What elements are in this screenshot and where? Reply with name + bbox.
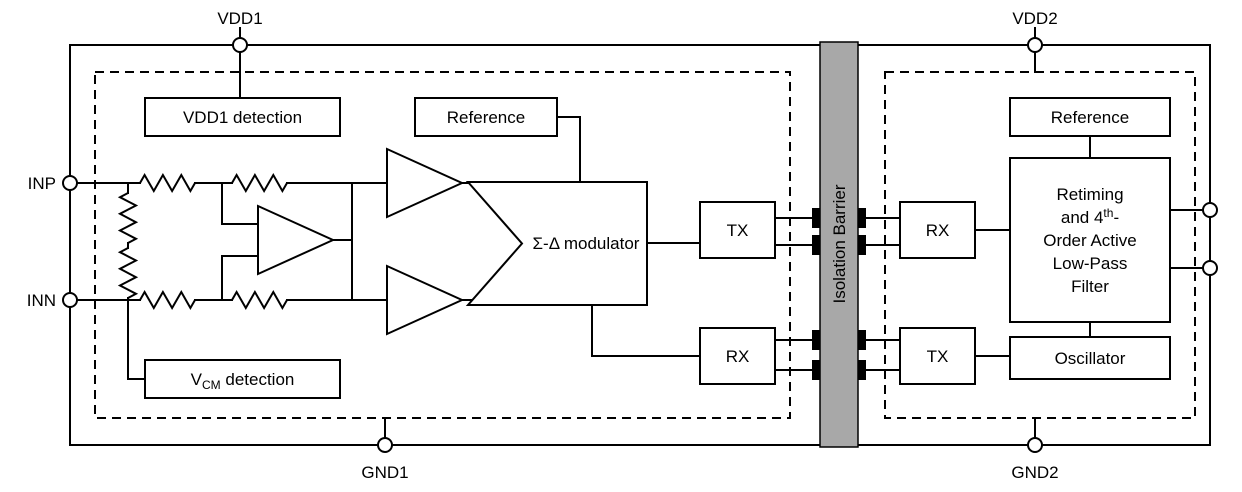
power-ground-wires: [239, 27, 1036, 439]
isolation-capacitor: [812, 235, 820, 255]
rx-block-left: [699, 327, 776, 385]
isolation-barrier-label: Isolation Barrier: [830, 184, 849, 303]
resistor-inn-1: [139, 289, 196, 311]
vdd1-detection-block: [144, 97, 341, 137]
tx-right-label: TX: [927, 347, 949, 366]
filter-label-line1: Retiming: [1056, 185, 1123, 204]
vcm-detection-label: VCM detection: [191, 370, 295, 392]
isolation-capacitor: [858, 330, 866, 350]
high-side-die-boundary: [94, 71, 791, 419]
rx-left-label: RX: [726, 347, 750, 366]
filter-label-line5: Filter: [1071, 277, 1109, 296]
pin-gnd1-label: GND1: [361, 463, 408, 482]
pin-vdd2: [1027, 37, 1043, 53]
low-pass-filter-block: [1009, 157, 1171, 323]
amplifier-bottom: [386, 264, 465, 336]
resistor-divider-1: [117, 192, 139, 244]
sigma-delta-modulator-block: [465, 181, 648, 306]
filter-label-line4: Low-Pass: [1053, 254, 1128, 273]
pin-vdd1: [232, 37, 248, 53]
sigma-delta-modulator-label: Σ-Δ modulator: [533, 234, 640, 253]
resistor-divider-2: [117, 247, 139, 299]
pin-output-negative: [1202, 260, 1218, 276]
isolation-capacitor: [812, 330, 820, 350]
pin-gnd1: [377, 437, 393, 453]
rx-right-label: RX: [926, 221, 950, 240]
reference-left-label: Reference: [447, 108, 525, 127]
tx-left-label: TX: [727, 221, 749, 240]
pin-vdd2-label: VDD2: [1012, 9, 1057, 28]
reference-right-label: Reference: [1051, 108, 1129, 127]
filter-label-line3: Order Active: [1043, 231, 1137, 250]
tx-block-left: [699, 201, 776, 259]
oscillator-label: Oscillator: [1055, 349, 1126, 368]
reference-block-right: [1009, 97, 1171, 137]
input-network-wires: [76, 182, 474, 380]
tx-block-right: [899, 327, 976, 385]
low-side-internal-wires: [974, 135, 1204, 357]
amplifier-middle: [257, 204, 336, 276]
isolation-capacitor: [858, 360, 866, 380]
resistor-inn-2: [231, 289, 288, 311]
pin-inp-label: INP: [28, 174, 56, 193]
pin-gnd2: [1027, 437, 1043, 453]
pin-inp: [62, 175, 78, 191]
low-side-die-boundary: [884, 71, 1196, 419]
pin-inn-label: INN: [27, 291, 56, 310]
pin-output-positive: [1202, 202, 1218, 218]
vcm-detection-block: [144, 359, 341, 399]
isolation-barrier: [819, 41, 859, 448]
isolation-capacitor: [812, 360, 820, 380]
isolation-capacitor: [858, 208, 866, 228]
high-side-internal-wires: [556, 116, 701, 357]
pin-vdd1-label: VDD1: [217, 9, 262, 28]
rx-block-right: [899, 201, 976, 259]
isolation-capacitor: [812, 208, 820, 228]
barrier-crossing-wires: [774, 217, 901, 371]
pin-inn: [62, 292, 78, 308]
oscillator-block: [1009, 336, 1171, 380]
filter-label-line2: and 4th-: [1061, 206, 1119, 227]
reference-block-left: [414, 97, 558, 137]
vdd1-detection-label: VDD1 detection: [183, 108, 302, 127]
isolation-capacitor: [858, 235, 866, 255]
amplifier-top: [386, 147, 465, 219]
resistor-inp-1: [139, 172, 196, 194]
resistor-inp-2: [231, 172, 288, 194]
pin-gnd2-label: GND2: [1011, 463, 1058, 482]
